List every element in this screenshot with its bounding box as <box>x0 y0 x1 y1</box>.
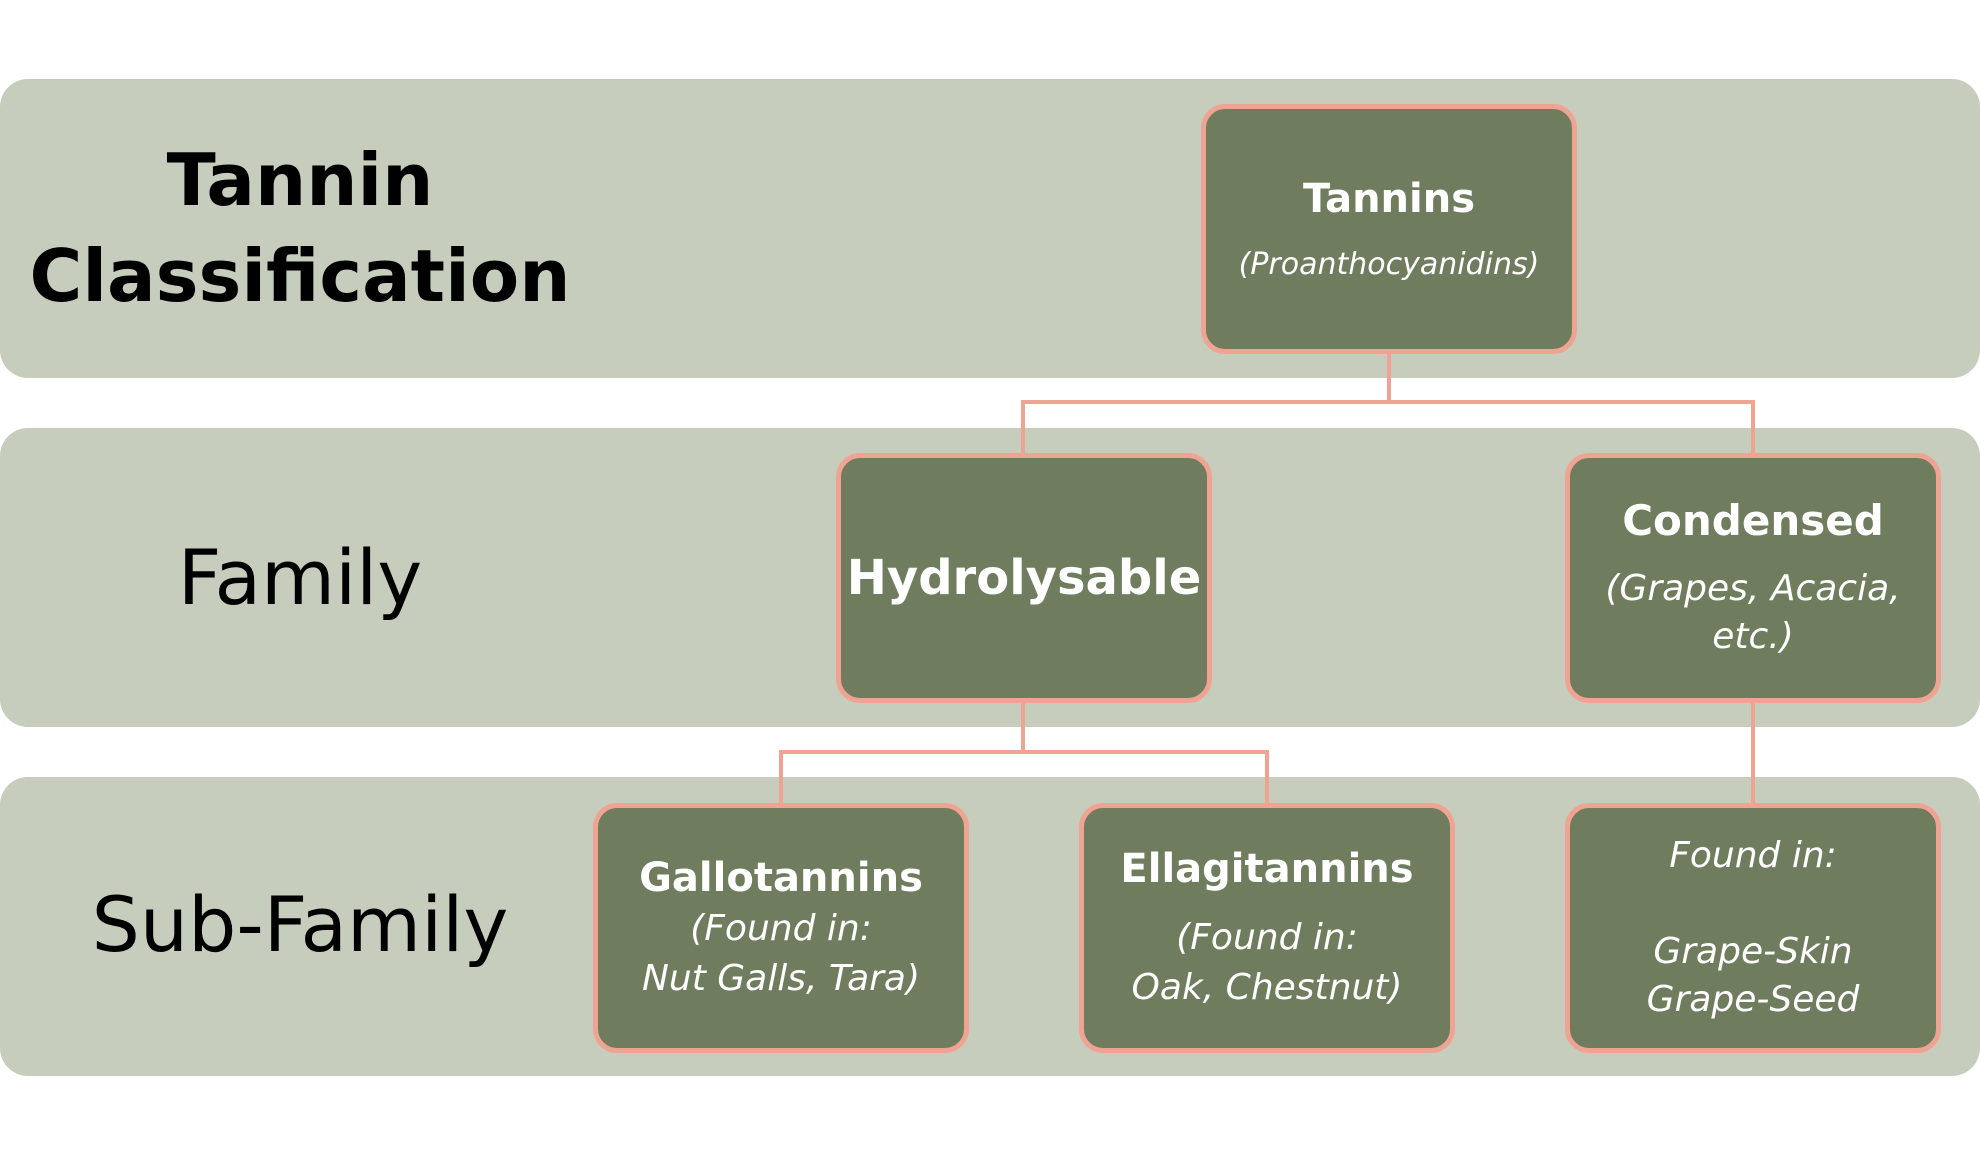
node-condensed-sources: Found in: Grape-Skin Grape-Seed <box>1565 803 1941 1053</box>
node-gallotannins: Gallotannins (Found in: Nut Galls, Tara) <box>593 803 969 1053</box>
connector-root-to-families <box>1021 400 1755 453</box>
node-gallotannins-note: (Found in: Nut Galls, Tara) <box>641 908 921 999</box>
node-tannins: Tannins (Proanthocyanidins) <box>1201 104 1577 354</box>
node-condensed-note: (Grapes, Acacia, etc.) <box>1605 568 1901 657</box>
node-ellagitannins: Ellagitannins (Found in: Oak, Chestnut) <box>1079 803 1455 1053</box>
node-tannins-name: Tannins <box>1302 176 1476 222</box>
node-hydrolysable: Hydrolysable <box>836 453 1212 703</box>
node-ellagitannins-note: (Found in: Oak, Chestnut) <box>1131 917 1403 1008</box>
node-condensed-name: Condensed <box>1622 496 1884 545</box>
node-condensed: Condensed (Grapes, Acacia, etc.) <box>1565 453 1941 703</box>
node-ellagitannins-name: Ellagitannins <box>1120 846 1414 892</box>
level-label-family: Family <box>177 533 423 622</box>
node-gallotannins-name: Gallotannins <box>639 855 923 901</box>
node-hydrolysable-name: Hydrolysable <box>846 550 1202 606</box>
node-condensed-sources-note: Found in: Grape-Skin Grape-Seed <box>1646 835 1860 1020</box>
node-tannins-note: (Proanthocyanidins) <box>1238 247 1540 282</box>
diagram-title: Tannin Classification <box>29 138 571 318</box>
connector-hydrolysable-to-subfamilies <box>779 750 1269 803</box>
level-label-subfamily: Sub-Family <box>91 880 509 969</box>
band-classification <box>0 79 1980 378</box>
